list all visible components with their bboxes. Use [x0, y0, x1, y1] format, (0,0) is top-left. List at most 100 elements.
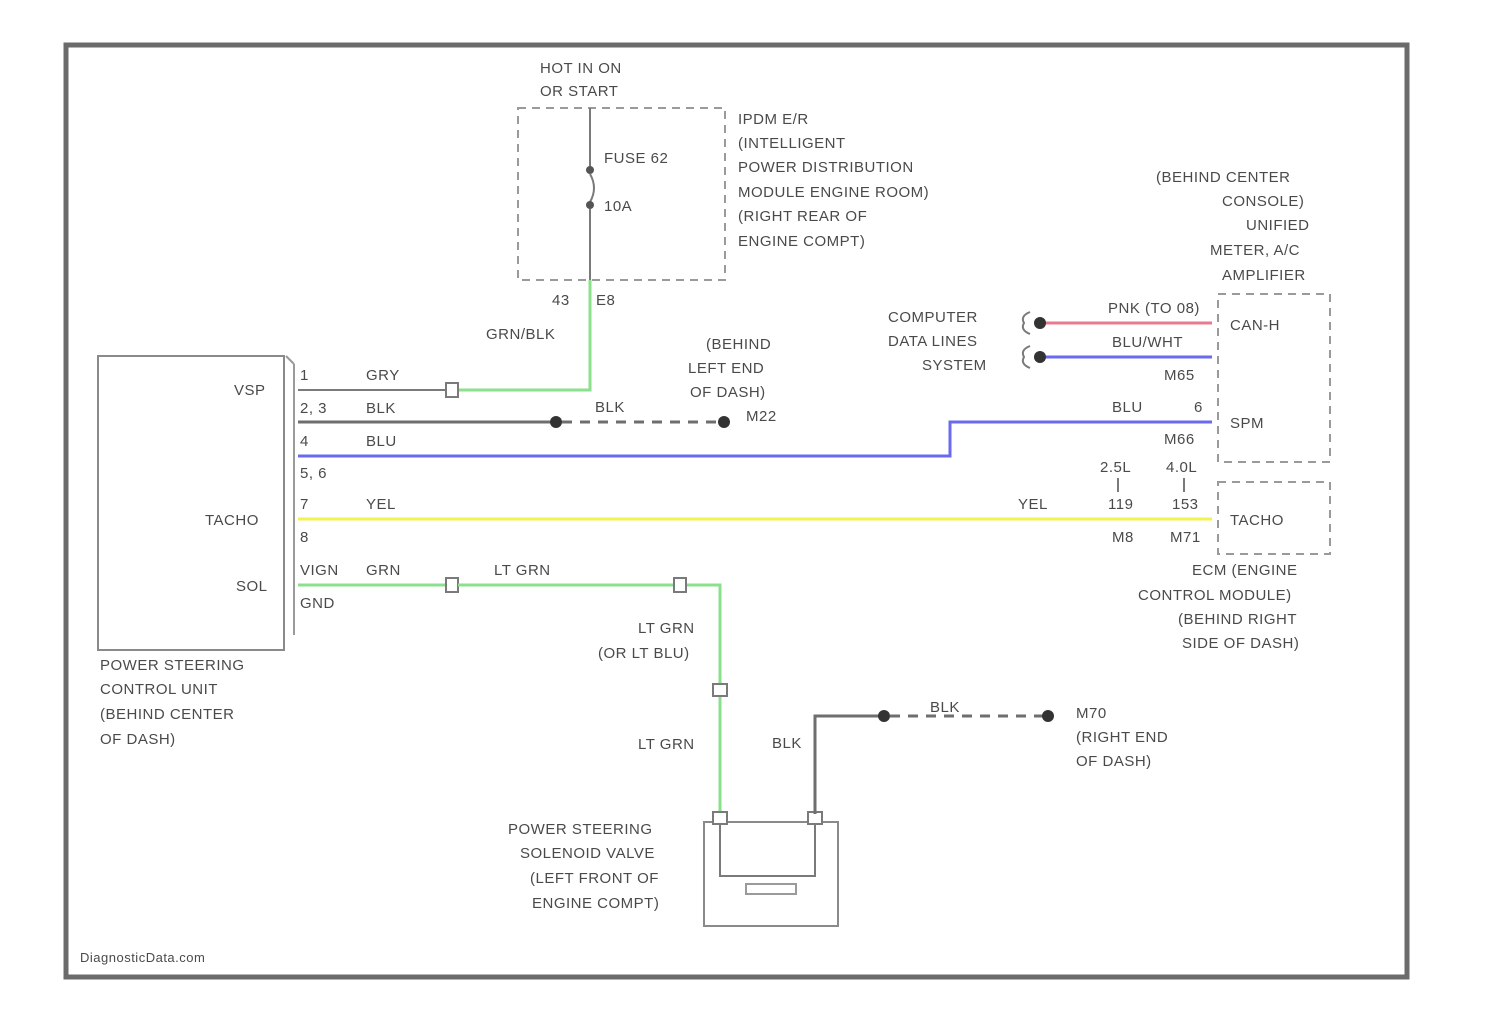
fuse-source-line1: HOT IN ON: [540, 60, 622, 77]
ecm-col1-connector: M8: [1112, 529, 1134, 546]
can-l-wire: BLU/WHT: [1112, 334, 1183, 351]
meter-label-3: UNIFIED: [1246, 217, 1310, 234]
solenoid-label-3: (LEFT FRONT OF: [530, 870, 659, 887]
fuse-terminal-bottom: [586, 201, 594, 209]
can-h-terminal: [1034, 317, 1046, 329]
solenoid-terminal-1: [713, 812, 727, 824]
fuse-symbol: [590, 174, 594, 202]
pin-5-6: 5, 6: [300, 465, 327, 482]
computer-lines-1: COMPUTER: [888, 309, 978, 326]
computer-lines-2: DATA LINES: [888, 333, 977, 350]
solenoid-coil-icon: [746, 884, 796, 894]
ground-right-label-2: OF DASH): [1076, 753, 1152, 770]
ecm-label-2: CONTROL MODULE): [1138, 587, 1292, 604]
ground-left-id: M22: [746, 408, 777, 425]
computer-lines-3: SYSTEM: [922, 357, 987, 374]
connector-solenoid-harness: [713, 684, 727, 696]
ecm-module: 2.5L 4.0L 119 153 M8 M71 TACHO ECM (ENGI…: [1100, 459, 1330, 652]
ipdm-wire-color: GRN/BLK: [486, 326, 555, 343]
ps-unit-box: [98, 356, 284, 650]
ipdm-label-2: (INTELLIGENT: [738, 135, 846, 152]
meter-spm: SPM: [1230, 415, 1264, 432]
solenoid-label-4: ENGINE COMPT): [532, 895, 659, 912]
ecm-label-3: (BEHIND RIGHT: [1178, 611, 1297, 628]
ipdm-terminal: 43: [552, 292, 570, 309]
wire-blu-spm: [298, 422, 1212, 456]
ground-left-label-3: OF DASH): [690, 384, 766, 401]
ipdm-label-4: MODULE ENGINE ROOM): [738, 184, 929, 201]
splice-blk-right: [878, 710, 890, 722]
pin-label-vsp: VSP: [234, 382, 266, 399]
fuse-terminal-top: [586, 166, 594, 174]
ground-m70: [1042, 710, 1054, 722]
ground-left-wire: BLK: [595, 399, 625, 416]
meter-label-2: CONSOLE): [1222, 193, 1304, 210]
ecm-col2-pin: 153: [1172, 496, 1199, 513]
connector-vsp: [446, 383, 458, 397]
pin-vign: VIGN: [300, 562, 339, 579]
ecm-col2-connector: M71: [1170, 529, 1201, 546]
meter-can-h: CAN-H: [1230, 317, 1280, 334]
ecm-label-4: SIDE OF DASH): [1182, 635, 1299, 652]
solenoid-coil-path: [720, 824, 815, 876]
pin-4: 4: [300, 433, 309, 450]
connector-vign: [446, 578, 458, 592]
ipdm-label-5: (RIGHT REAR OF: [738, 208, 867, 225]
pin-gnd: GND: [300, 595, 335, 612]
ecm-col1-pin: 119: [1108, 496, 1133, 513]
ps-unit-edge: [286, 356, 294, 364]
ps-unit-label-2: CONTROL UNIT: [100, 681, 218, 698]
wire-label-gry: GRY: [366, 367, 400, 384]
solenoid-box: [704, 822, 838, 926]
ecm-tacho: TACHO: [1230, 512, 1284, 529]
ground-right-id: M70: [1076, 705, 1107, 722]
ps-unit-label-1: POWER STEERING: [100, 657, 245, 674]
ps-unit-label-3: (BEHIND CENTER: [100, 706, 235, 723]
splice-blk: [550, 416, 562, 428]
ecm-label-1: ECM (ENGINE: [1192, 562, 1298, 579]
pin-label-tacho: TACHO: [205, 512, 259, 529]
fuse-source-line2: OR START: [540, 83, 618, 100]
ps-unit-label-4: OF DASH): [100, 731, 176, 748]
meter-pin-6: 6: [1194, 399, 1203, 416]
ipdm-label-3: POWER DISTRIBUTION: [738, 159, 914, 176]
watermark-text: DiagnosticData.com: [80, 950, 205, 965]
meter-connector-m65: M65: [1164, 367, 1195, 384]
ground-m22: [718, 416, 730, 428]
meter-label-4: METER, A/C: [1210, 242, 1300, 259]
wire-label-grn: GRN: [366, 562, 401, 579]
ground-left-label-2: LEFT END: [688, 360, 764, 377]
can-h-bracket: [1023, 312, 1030, 334]
pin-label-sol: SOL: [236, 578, 268, 595]
solenoid-wire-2: LT GRN: [638, 620, 695, 637]
solenoid-wire-4: LT GRN: [638, 736, 695, 753]
ipdm-connector: E8: [596, 292, 615, 309]
ground-right-wire: BLK: [930, 699, 960, 716]
meter-label-1: (BEHIND CENTER: [1156, 169, 1291, 186]
ipdm-label-6: ENGINE COMPT): [738, 233, 865, 250]
fuse-block: HOT IN ON OR START FUSE 62 10A IPDM E/R …: [486, 60, 929, 343]
meter-connector-m66: M66: [1164, 431, 1195, 448]
pin-7: 7: [300, 496, 309, 513]
solenoid-blk: BLK: [772, 735, 802, 752]
wire-label-blu: BLU: [366, 433, 397, 450]
ground-left-label-1: (BEHIND: [706, 336, 771, 353]
fuse-number: FUSE 62: [604, 150, 668, 167]
can-h-wire: PNK (TO 08): [1108, 300, 1200, 317]
pin-1: 1: [300, 367, 309, 384]
wire-blk-solenoid: [815, 716, 882, 814]
fuse-rating: 10A: [604, 198, 632, 215]
solenoid-wire-3: (OR LT BLU): [598, 645, 690, 662]
power-steering-control-unit: VSP TACHO SOL 1 GRY 2, 3 BLK 4 BLU 5, 6 …: [98, 356, 401, 748]
pin-8: 8: [300, 529, 309, 546]
solenoid-label-1: POWER STEERING: [508, 821, 653, 838]
connector-lt-grn: [674, 578, 686, 592]
wire-label-blk: BLK: [366, 400, 396, 417]
ground-right-label-1: (RIGHT END: [1076, 729, 1168, 746]
solenoid-valve: POWER STEERING SOLENOID VALVE (LEFT FRON…: [508, 812, 838, 926]
ipdm-dashed-outline: [518, 108, 725, 280]
meter-label-5: AMPLIFIER: [1222, 267, 1306, 284]
ecm-yel-wire: YEL: [1018, 496, 1048, 513]
wire-label-yel: YEL: [366, 496, 396, 513]
